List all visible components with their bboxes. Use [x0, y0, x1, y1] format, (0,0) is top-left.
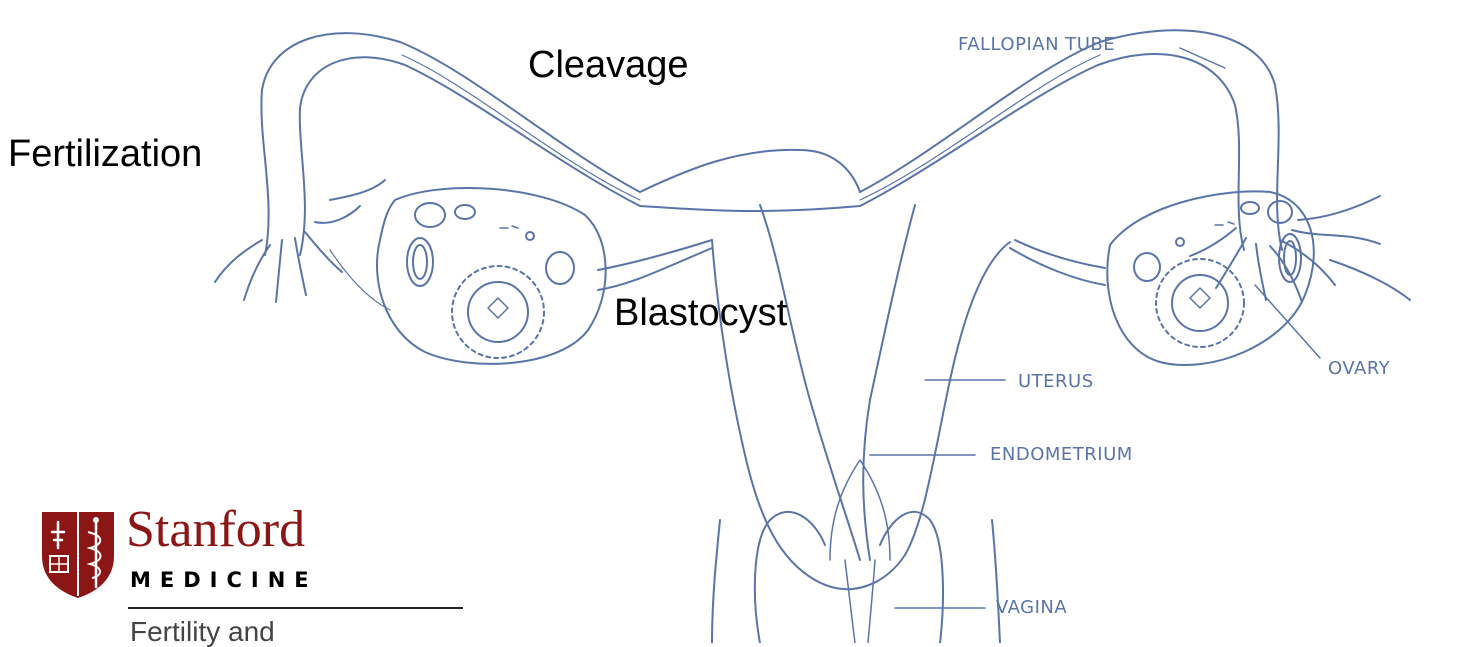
- uterus-label: UTERUS: [1018, 373, 1094, 391]
- leader-ovary: [1255, 285, 1320, 358]
- vagina-label: VAGINA: [996, 599, 1067, 617]
- stanford-medicine-logo: Stanford MEDICINE Fertility and: [38, 508, 478, 643]
- logo-divider: [128, 607, 463, 609]
- cleavage-label: Cleavage: [528, 46, 689, 84]
- left-ovary: [330, 188, 712, 364]
- fertilization-label: Fertilization: [8, 135, 202, 173]
- endometrium-label: ENDOMETRIUM: [990, 446, 1133, 464]
- right-ovary: [1010, 191, 1314, 365]
- logo-wordmark: Stanford: [126, 504, 305, 556]
- logo-subline: MEDICINE: [130, 570, 318, 591]
- ovary-label: OVARY: [1328, 360, 1390, 378]
- fallopian-tube-label: FALLOPIAN TUBE: [958, 36, 1115, 54]
- leader-lines: [870, 48, 1320, 608]
- vagina-canal: [712, 512, 1000, 643]
- logo-tagline: Fertility and: [130, 618, 275, 646]
- stanford-shield-icon: [38, 508, 118, 600]
- blastocyst-label: Blastocyst: [614, 294, 787, 332]
- uterus-body: [640, 150, 1010, 589]
